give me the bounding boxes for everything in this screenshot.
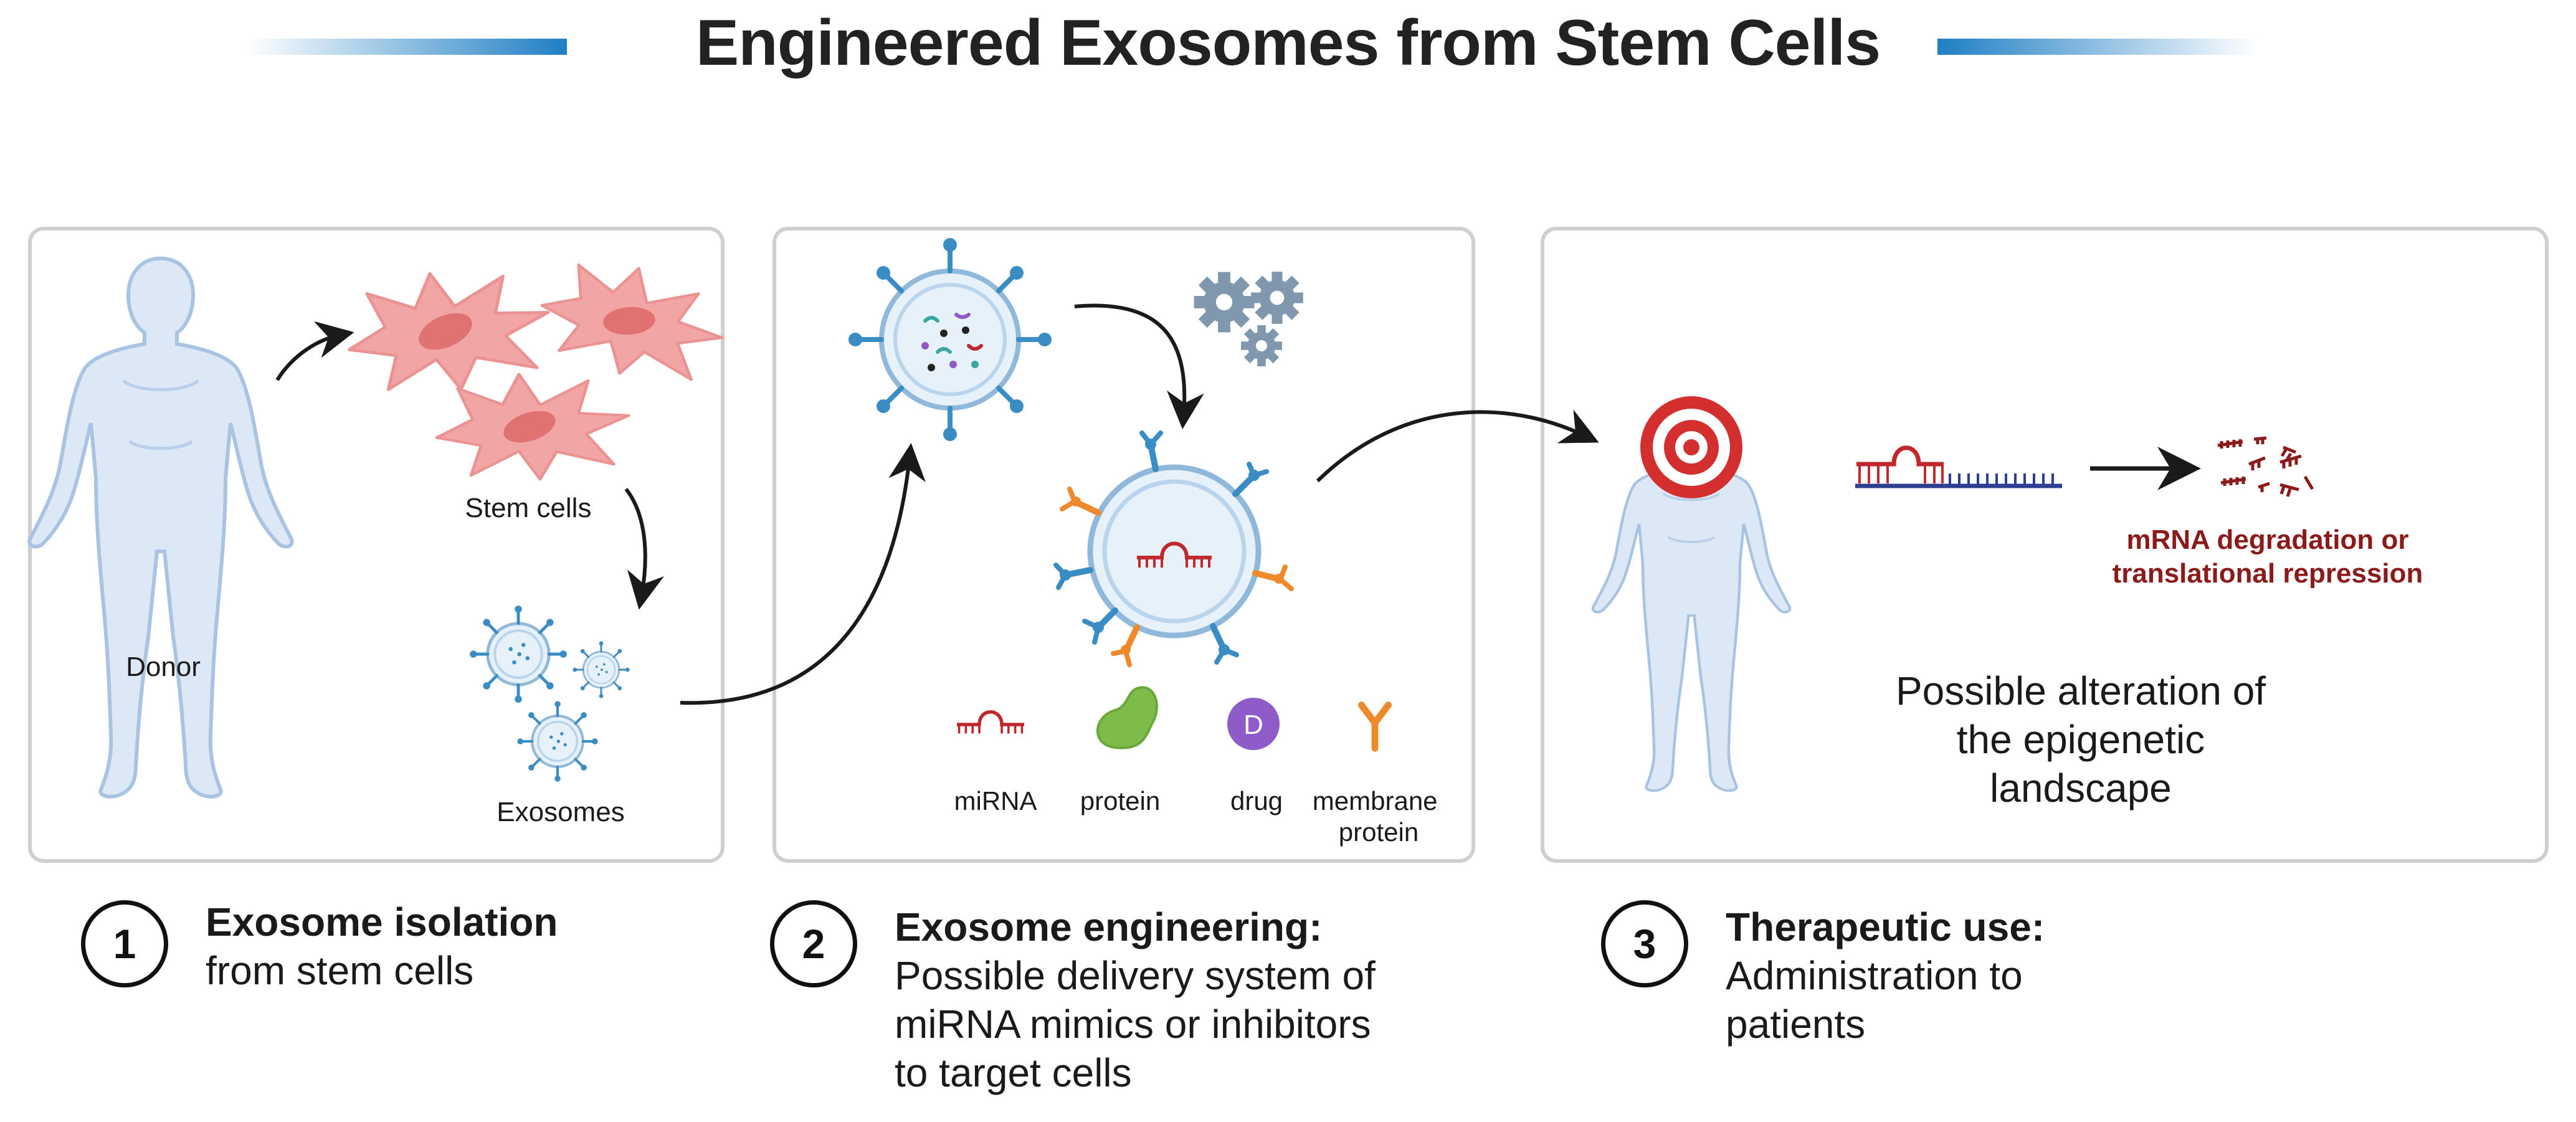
gear-icon — [1194, 272, 1255, 333]
arrow-isolation-to-engineering — [680, 443, 926, 705]
legend-label-protein: protein — [1080, 786, 1160, 815]
outcome-label: mRNA degradation or translational repres… — [2112, 525, 2423, 589]
degraded-fragments-icon — [2217, 436, 2314, 497]
engineered-exosome-icon — [1053, 430, 1294, 667]
arrow-loading-to-engineered — [1074, 303, 1204, 429]
donor-label: Donor — [126, 652, 201, 682]
step-description: Possible delivery system of miRNA mimics… — [895, 953, 1376, 1095]
svg-text:D: D — [1243, 710, 1263, 740]
step-3: 3 Therapeutic use: Administration to pat… — [1601, 900, 2045, 1048]
step-description: Administration to patients — [1726, 953, 2023, 1047]
step-number-badge: 3 — [1601, 900, 1688, 987]
legend-label-mirna: miRNA — [954, 786, 1037, 815]
loaded-exosome-icon — [848, 238, 1052, 441]
epigenetic-label: Possible alteration of the epigenetic la… — [1895, 668, 2266, 811]
target-icon — [1640, 396, 1742, 498]
step-2: 2 Exosome engineering: Possible delivery… — [770, 900, 1376, 1097]
protein-icon — [1096, 686, 1158, 749]
mirna-mrna-complex-icon — [1855, 445, 2062, 488]
step-number-badge: 2 — [770, 900, 857, 987]
arrow-donor-to-stemcells — [275, 321, 354, 381]
step-1: 1 Exosome isolation from stem cells — [81, 900, 558, 995]
step-heading: Therapeutic use: — [1726, 905, 2045, 949]
title-bar-right — [1937, 39, 2258, 55]
step-heading: Exosome engineering: — [895, 905, 1323, 949]
legend-label-drug: drug — [1230, 786, 1283, 815]
page-title: Engineered Exosomes from Stem Cells — [695, 7, 1881, 79]
step-heading: Exosome isolation — [206, 900, 558, 944]
step-description: from stem cells — [206, 948, 474, 993]
exosome-icon — [470, 606, 567, 703]
legend-label-membrane-protein: membrane protein — [1313, 786, 1445, 847]
gear-icon — [1251, 272, 1303, 324]
arrow-engineering-to-therapeutic — [1316, 409, 1599, 483]
exosome-icon — [517, 701, 597, 781]
title-bar-left — [246, 39, 567, 55]
exosomes-label: Exosomes — [497, 797, 624, 827]
arrow-stemcells-to-exosomes — [624, 488, 664, 610]
stem-cells-label: Stem cells — [465, 493, 592, 523]
panel-therapeutic — [1541, 227, 2549, 863]
gear-icon — [1241, 325, 1282, 366]
exosome-icon — [571, 640, 631, 700]
step-number-badge: 1 — [81, 900, 168, 987]
drug-icon: D — [1227, 698, 1280, 750]
